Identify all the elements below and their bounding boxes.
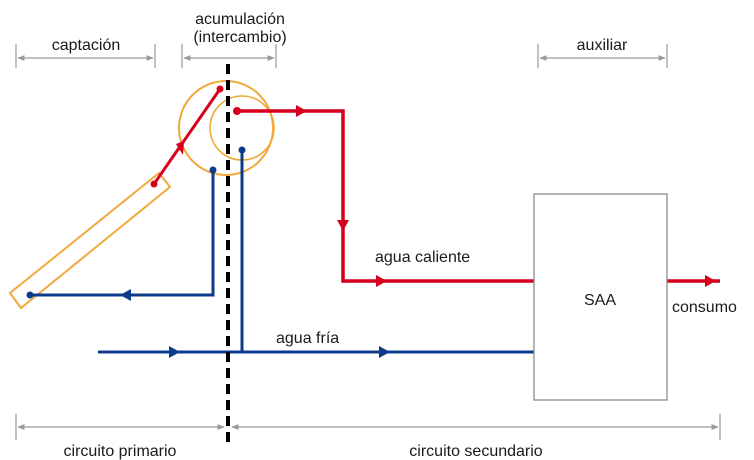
- pipe-endpoint: [233, 107, 241, 115]
- pipe-endpoint: [238, 146, 246, 154]
- saa-rect: [533, 193, 668, 401]
- collector-panel: [8, 171, 172, 310]
- primary-hot-pipe: [152, 88, 222, 185]
- acumulacion-dimension: acumulación (intercambio): [181, 11, 287, 68]
- agua-caliente-label: agua caliente: [375, 249, 470, 266]
- circuito-primario-dimension: circuito primario: [15, 414, 225, 460]
- auxiliar-label: auxiliar: [577, 37, 628, 54]
- pipe-endpoint: [150, 180, 158, 188]
- flow-arrow: [120, 289, 131, 301]
- flow-arrow: [379, 346, 390, 358]
- circuito-primario-label: circuito primario: [64, 443, 177, 460]
- saa-box: SAA: [533, 193, 668, 401]
- pipe-endpoint: [209, 166, 217, 174]
- primary-cold-pipe: [30, 170, 215, 297]
- agua-fria-label: agua fría: [276, 330, 339, 347]
- consumo-label: consumo: [672, 299, 737, 316]
- captacion-label: captación: [52, 37, 121, 54]
- secondary-cold-line: [98, 146, 534, 358]
- primary-cold-line: [26, 166, 217, 301]
- flow-arrow: [376, 275, 387, 287]
- intercambio-label: (intercambio): [193, 29, 286, 46]
- flow-arrow: [296, 105, 307, 117]
- flow-arrow: [337, 220, 349, 231]
- secondary-hot-line: [233, 105, 720, 287]
- primary-hot-line: [150, 85, 224, 188]
- pipe-endpoint: [216, 85, 224, 93]
- solar-collector: [8, 171, 172, 310]
- flow-arrow: [705, 275, 716, 287]
- acumulacion-label: acumulación: [195, 11, 285, 28]
- auxiliar-dimension: auxiliar: [537, 37, 668, 68]
- pipe-endpoint: [26, 291, 34, 299]
- circuito-secundario-dimension: circuito secundario: [231, 414, 721, 460]
- hot-water-pipe: [237, 109, 534, 283]
- circuito-secundario-label: circuito secundario: [409, 443, 543, 460]
- captacion-dimension: captación: [15, 37, 156, 68]
- flow-arrow: [176, 141, 184, 155]
- flow-arrow: [169, 346, 180, 358]
- saa-label: SAA: [584, 292, 616, 309]
